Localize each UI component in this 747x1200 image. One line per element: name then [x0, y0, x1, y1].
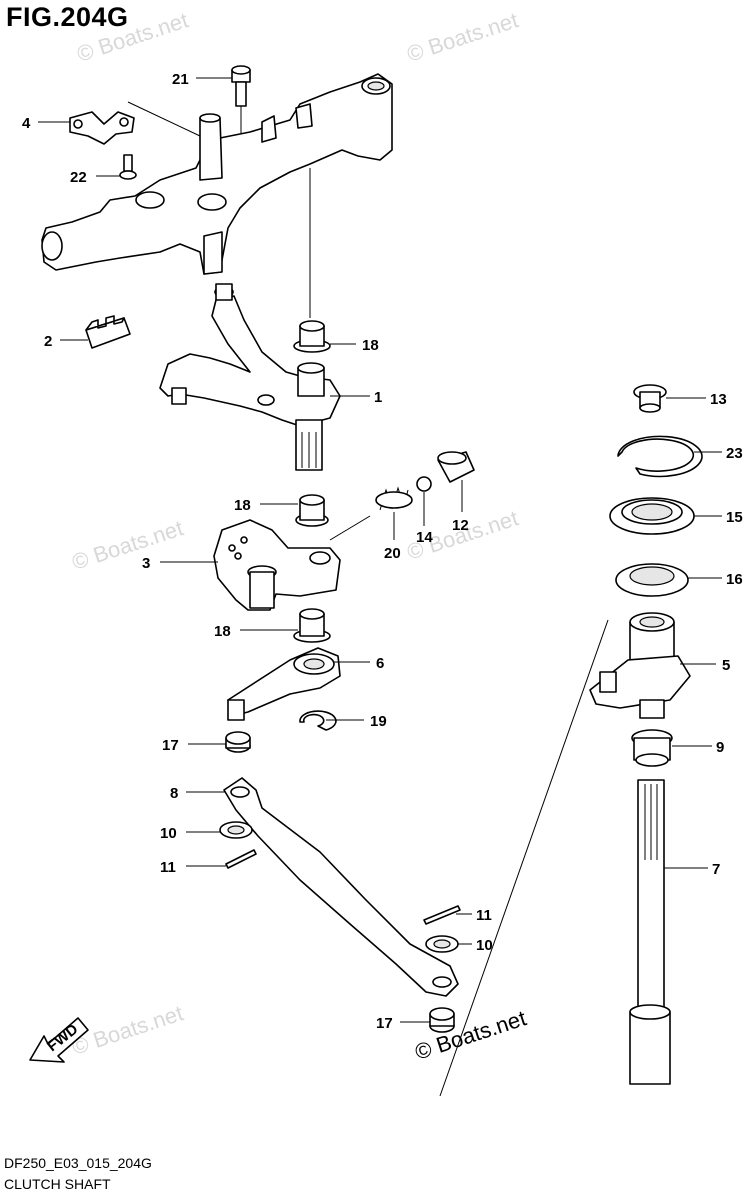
- part-13-plug: [633, 384, 667, 413]
- callout-22: 22: [70, 169, 87, 186]
- part-9-bushing: [631, 729, 673, 767]
- part-8-link-rod: [223, 777, 459, 997]
- callout-14: 14: [416, 529, 433, 546]
- callout-18b: 18: [234, 497, 251, 514]
- part-10-washer-top: [219, 821, 253, 839]
- drawing-code: DF250_E03_015_204G: [4, 1155, 152, 1171]
- callout-8: 8: [170, 785, 178, 802]
- part-2-clip: [85, 315, 131, 349]
- callout-2: 2: [44, 333, 52, 350]
- part-23-snap-ring: [617, 435, 703, 478]
- callout-5: 5: [722, 657, 730, 674]
- part-17-washer-top: [225, 731, 251, 753]
- part-18-bushing-low: [293, 608, 331, 643]
- callout-11a: 11: [160, 859, 176, 876]
- part-19-eclip: [299, 710, 337, 731]
- callout-17a: 17: [162, 737, 179, 754]
- callout-11b: 11: [476, 907, 492, 924]
- callout-7: 7: [712, 861, 720, 878]
- part-18-bushing-top: [293, 320, 331, 353]
- callout-12: 12: [452, 517, 469, 534]
- leader-lines: [38, 77, 722, 1023]
- part-11-cotter-pin-top: [225, 849, 257, 869]
- part-1-shift-lever: [159, 283, 341, 471]
- callouts: 21 4 22 2 18 1 13 23 15 16 5 9 7 18 3 20…: [22, 71, 743, 1032]
- part-4-plate: [69, 111, 135, 145]
- callout-20: 20: [384, 545, 401, 562]
- callout-16: 16: [726, 571, 743, 588]
- callout-17b: 17: [376, 1015, 393, 1032]
- callout-21: 21: [172, 71, 189, 88]
- part-16-seal: [615, 563, 689, 597]
- callout-4: 4: [22, 115, 31, 132]
- shift-bracket-casting: [41, 73, 393, 275]
- callout-18a: 18: [362, 337, 379, 354]
- part-14-ball: [416, 476, 432, 492]
- callout-9: 9: [716, 739, 724, 756]
- part-18-bushing-mid: [295, 494, 329, 527]
- part-15-bearing: [609, 497, 695, 535]
- part-21-bolt: [231, 65, 251, 107]
- part-7-clutch-shaft: [629, 779, 671, 1085]
- callout-15: 15: [726, 509, 743, 526]
- part-17-washer-bottom: [429, 1007, 455, 1033]
- callout-18c: 18: [214, 623, 231, 640]
- callout-10b: 10: [476, 937, 493, 954]
- part-11-cotter-pin-bottom: [423, 905, 461, 925]
- figure-title: FIG.204G: [6, 2, 129, 32]
- part-12-sleeve: [437, 451, 475, 483]
- callout-23: 23: [726, 445, 743, 462]
- watermark-text: © Boats.net: [74, 7, 191, 66]
- callout-13: 13: [710, 391, 727, 408]
- figure-caption: CLUTCH SHAFT: [4, 1176, 111, 1192]
- part-20-spring: [375, 486, 413, 511]
- part-22-bolt: [119, 154, 137, 180]
- part-6-arm: [227, 647, 341, 721]
- part-5-housing: [589, 612, 691, 719]
- callout-19: 19: [370, 713, 387, 730]
- callout-1: 1: [374, 389, 382, 406]
- watermark-text: © Boats.net: [404, 7, 521, 66]
- callout-10a: 10: [160, 825, 177, 842]
- part-3-cam-block: [213, 519, 341, 611]
- part-10-washer-bottom: [425, 935, 459, 953]
- callout-6: 6: [376, 655, 384, 672]
- watermark-text: © Boats.net: [69, 515, 186, 574]
- callout-3: 3: [142, 555, 150, 572]
